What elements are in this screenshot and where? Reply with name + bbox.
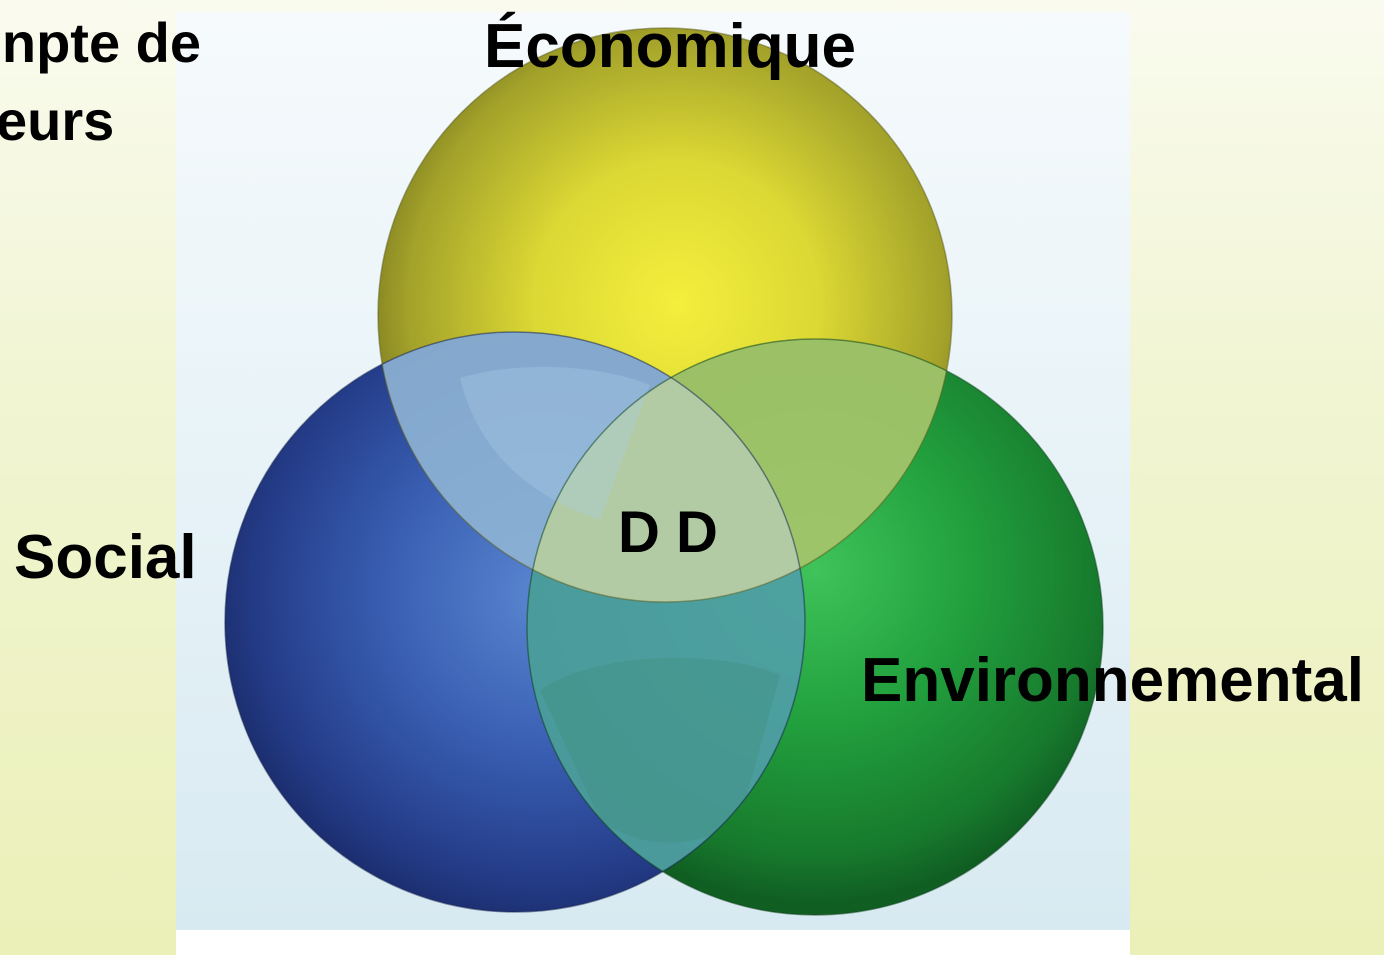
label-environnemental: Environnemental — [861, 646, 1364, 715]
label-center-dd: D D — [618, 500, 718, 565]
panel-bottom-strip — [176, 930, 1130, 955]
overlap-center — [527, 339, 805, 602]
title-fragment-line-1: npte de — [1, 11, 201, 74]
title-fragment-line-2: eurs — [0, 89, 115, 152]
highlight-glass — [460, 366, 650, 520]
label-economique: Économique — [484, 12, 857, 81]
label-social: Social — [14, 523, 197, 592]
title-fragment: npte de eurs — [0, 4, 201, 160]
